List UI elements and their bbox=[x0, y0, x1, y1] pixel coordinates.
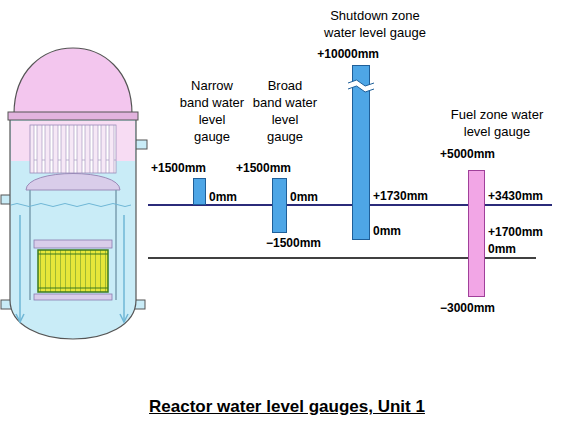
vessel-body bbox=[10, 118, 136, 339]
gauge-title: Broad band water level gauge bbox=[252, 77, 318, 145]
level-value: 0mm bbox=[373, 224, 401, 238]
gauge: Broad band water level gauge bbox=[249, 77, 321, 233]
level-value: +1730mm bbox=[373, 189, 428, 203]
gauge: Shutdown zone water level gauge bbox=[310, 7, 440, 240]
gauge-bar bbox=[193, 178, 206, 205]
gauge-bar bbox=[468, 170, 485, 297]
gauge: Narrow band water level gauge bbox=[176, 77, 248, 205]
gauge-bar bbox=[272, 178, 287, 233]
level-value: 0mm bbox=[488, 242, 516, 256]
gauge-title: Narrow band water level gauge bbox=[179, 77, 245, 145]
level-value: −3000mm bbox=[440, 301, 495, 315]
level-value: +10000mm bbox=[317, 47, 379, 61]
gauge-title: Shutdown zone water level gauge bbox=[313, 7, 437, 41]
core-plate bbox=[34, 294, 112, 300]
caption: Reactor water level gauges, Unit 1 bbox=[149, 397, 425, 417]
level-value: +1500mm bbox=[151, 161, 206, 175]
level-value: 0mm bbox=[290, 190, 318, 204]
level-value: +5000mm bbox=[440, 147, 495, 161]
level-value: +3430mm bbox=[488, 189, 543, 203]
fuel-assemblies bbox=[38, 250, 108, 292]
level-value: +1700mm bbox=[488, 225, 543, 239]
upper-grid bbox=[34, 240, 112, 248]
scale-break bbox=[348, 79, 374, 93]
gauge-title: Fuel zone water level gauge bbox=[444, 106, 550, 140]
level-value: −1500mm bbox=[266, 236, 321, 250]
water-level-line bbox=[148, 204, 552, 206]
steam-separators bbox=[30, 125, 116, 173]
vessel-head bbox=[14, 48, 132, 114]
level-value: +1500mm bbox=[236, 161, 291, 175]
vessel-flange bbox=[8, 112, 138, 120]
level-value: 0mm bbox=[209, 190, 237, 204]
shroud-head bbox=[26, 174, 120, 191]
